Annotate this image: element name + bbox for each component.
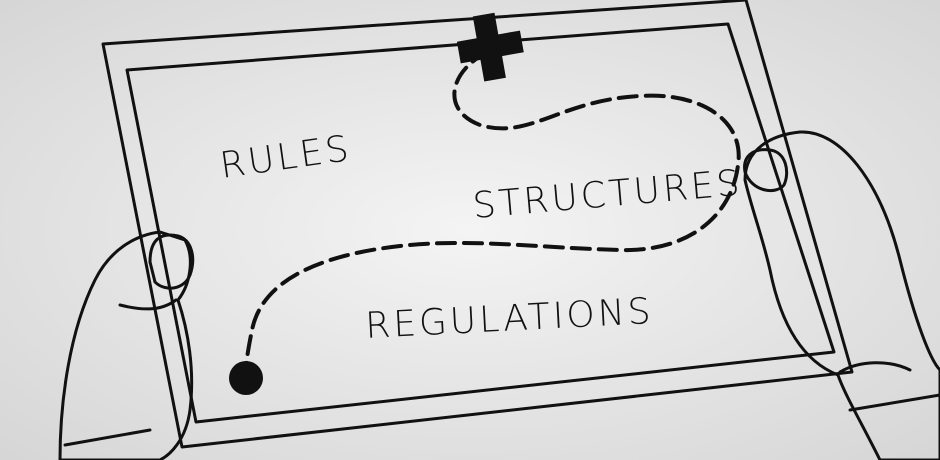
- paper-sheet: [101, 0, 854, 449]
- right-hand: [743, 130, 940, 460]
- start-dot: [229, 361, 263, 395]
- left-hand: [58, 230, 195, 460]
- cross-marker-icon: [456, 12, 524, 82]
- dashed-route: [244, 50, 741, 374]
